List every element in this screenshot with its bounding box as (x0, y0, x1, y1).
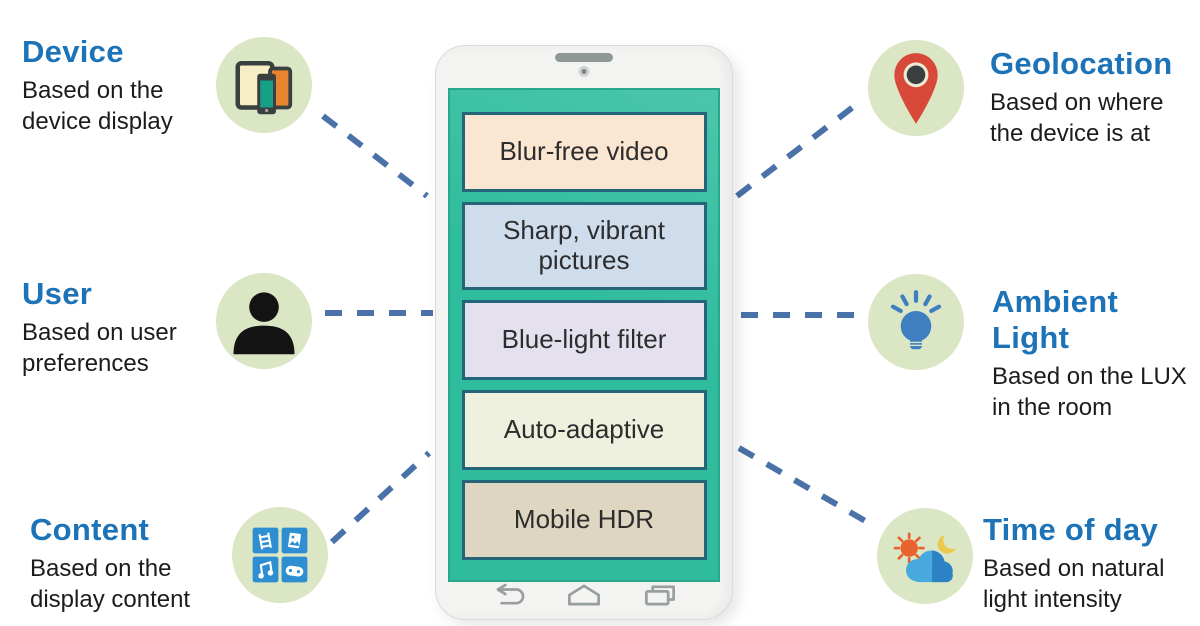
devices-icon-graphic (235, 61, 293, 115)
factor-device-desc: Based on the device display (22, 77, 173, 135)
phone-camera-icon (578, 66, 590, 77)
factor-time-of-day-title: Time of day (983, 512, 1158, 547)
connector-line-device (321, 113, 429, 199)
factor-geolocation-desc: Based on where the device is at (990, 89, 1164, 147)
feature-box-auto-adaptive: Auto-adaptive (461, 390, 707, 470)
content-tiles-icon (232, 507, 328, 603)
day-night-icon (877, 508, 973, 604)
factor-user-title: User (22, 276, 93, 311)
light-bulb-icon (868, 274, 964, 370)
factor-content-title: Content (30, 512, 150, 547)
back-icon (496, 583, 525, 605)
connector-line-geolocation (735, 101, 859, 199)
user-icon-graphic (233, 292, 295, 355)
user-icon (216, 273, 312, 369)
factor-content: Content Based on the display content (30, 512, 190, 615)
phone-navbar (436, 576, 732, 614)
recents-icon (645, 585, 675, 606)
feature-box-mobile-hdr: Mobile HDR (461, 480, 707, 560)
factor-geolocation: Geolocation Based on where the device is… (990, 46, 1172, 149)
factor-user-desc: Based on user preferences (22, 319, 177, 377)
connector-line-content (329, 450, 432, 545)
factor-ambient-light: Ambient Light Based on the LUX in the ro… (992, 284, 1200, 423)
factor-time-of-day-desc: Based on natural light intensity (983, 555, 1165, 613)
phone-screen: Blur-free video Sharp, vibrant pictures … (448, 88, 720, 582)
feature-box-blur-free-video: Blur-free video (461, 112, 707, 192)
home-icon (568, 584, 600, 606)
connector-line-timeofday (737, 445, 876, 529)
factor-time-of-day: Time of day Based on natural light inten… (983, 512, 1164, 615)
factor-geolocation-title: Geolocation (990, 46, 1173, 81)
factor-ambient-light-desc: Based on the LUX in the room (992, 363, 1187, 421)
devices-icon (216, 37, 312, 133)
factor-device: Device Based on the device display (22, 34, 173, 137)
map-pin-icon (868, 40, 964, 136)
phone-illustration: Blur-free video Sharp, vibrant pictures … (435, 45, 733, 620)
feature-box-sharp-vibrant-pictures: Sharp, vibrant pictures (461, 202, 707, 290)
map-pin-icon-graphic (894, 53, 938, 124)
factor-user: User Based on user preferences (22, 276, 177, 379)
factor-device-title: Device (22, 34, 124, 69)
factor-content-desc: Based on the display content (30, 555, 191, 613)
day-night-icon-graphic (893, 531, 961, 583)
phone-speaker (555, 53, 613, 62)
content-tiles-icon-graphic (252, 527, 308, 583)
feature-box-blue-light-filter: Blue-light filter (461, 300, 707, 380)
light-bulb-icon-graphic (890, 290, 942, 350)
factor-ambient-light-title: Ambient Light (992, 284, 1119, 355)
